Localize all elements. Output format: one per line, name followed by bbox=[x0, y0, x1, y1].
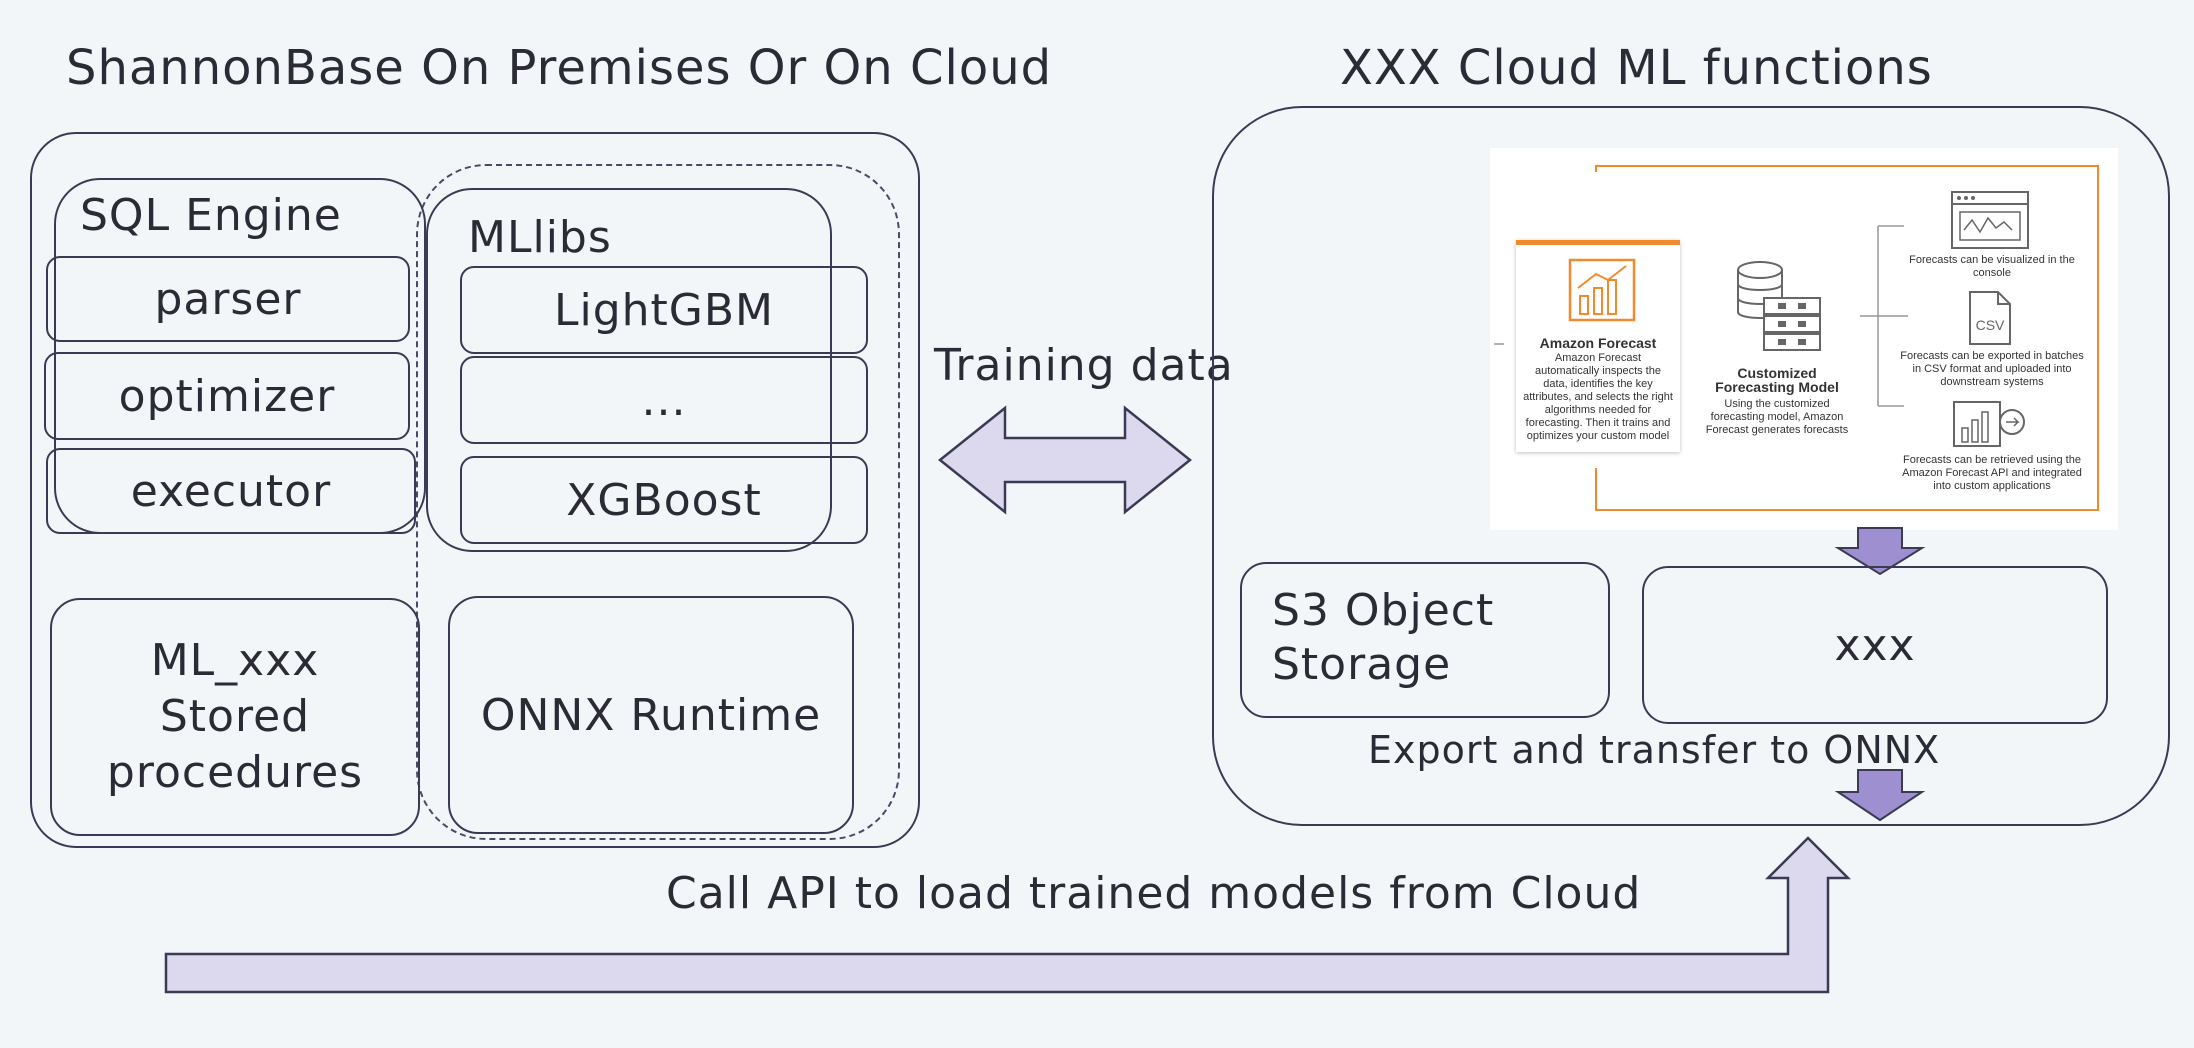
forecast-diagram-panel: Amazon Forecast Amazon Forecast automati… bbox=[1490, 148, 2118, 530]
csv-label: CSV bbox=[1976, 317, 2005, 333]
output-visualize-text: Forecasts can be visualized in the conso… bbox=[1909, 254, 2075, 279]
bidirectional-arrow bbox=[937, 405, 1193, 515]
forecast-diagram-lines bbox=[1494, 165, 2099, 511]
amazon-forecast-title: Amazon Forecast bbox=[1539, 335, 1657, 351]
ellipsis-box: ... bbox=[460, 356, 868, 444]
xgboost-box: XGBoost bbox=[460, 456, 868, 544]
export-onnx-label: Export and transfer to ONNX bbox=[1368, 728, 1941, 772]
call-api-arrow bbox=[164, 836, 1852, 994]
down-arrow-to-xxx bbox=[1834, 527, 1926, 576]
training-data-label: Training data bbox=[934, 340, 1234, 391]
output-csv-text: Forecasts can be exported in batches in … bbox=[1900, 350, 2084, 388]
lightgbm-box: LightGBM bbox=[460, 266, 868, 354]
s3-object-storage-label: S3 Object Storage bbox=[1272, 585, 1495, 690]
customized-model-desc: Using the customized forecasting model, … bbox=[1705, 398, 1849, 436]
call-api-label: Call API to load trained models from Clo… bbox=[666, 868, 1642, 919]
xxx-box: xxx bbox=[1642, 566, 2108, 724]
onnx-runtime-box: ONNX Runtime bbox=[448, 596, 854, 834]
mllibs-title: MLlibs bbox=[468, 212, 612, 263]
shannonbase-container bbox=[30, 132, 920, 848]
csv-file-icon: CSV bbox=[1969, 291, 2011, 345]
sql-engine-title: SQL Engine bbox=[80, 190, 342, 241]
cloud-ml-container bbox=[1212, 106, 2170, 826]
mllibs-container bbox=[426, 188, 832, 552]
output-api-text: Forecasts can be retrieved using the Ama… bbox=[1902, 454, 2082, 492]
customized-model-title: Customized Forecasting Model bbox=[1715, 365, 1839, 395]
left-section-title: ShannonBase On Premises Or On Cloud bbox=[66, 40, 1053, 96]
forecast-chart-icon bbox=[1568, 258, 1636, 322]
api-chart-icon bbox=[1953, 401, 2025, 447]
stored-procedures-label: ML_xxx Stored procedures bbox=[106, 635, 364, 798]
parser-box: parser bbox=[46, 256, 410, 342]
s3-object-storage-box: S3 Object Storage bbox=[1240, 562, 1610, 718]
stored-procedures-box: ML_xxx Stored procedures bbox=[50, 598, 420, 836]
executor-box: executor bbox=[46, 448, 416, 534]
amazon-forecast-desc: Amazon Forecast automatically inspects t… bbox=[1523, 352, 1673, 442]
optimizer-box: optimizer bbox=[44, 352, 410, 440]
console-visualize-icon bbox=[1951, 191, 2029, 249]
right-section-title: XXX Cloud ML functions bbox=[1340, 40, 1933, 96]
database-server-icon bbox=[1737, 261, 1821, 351]
down-arrow-export bbox=[1834, 769, 1926, 822]
